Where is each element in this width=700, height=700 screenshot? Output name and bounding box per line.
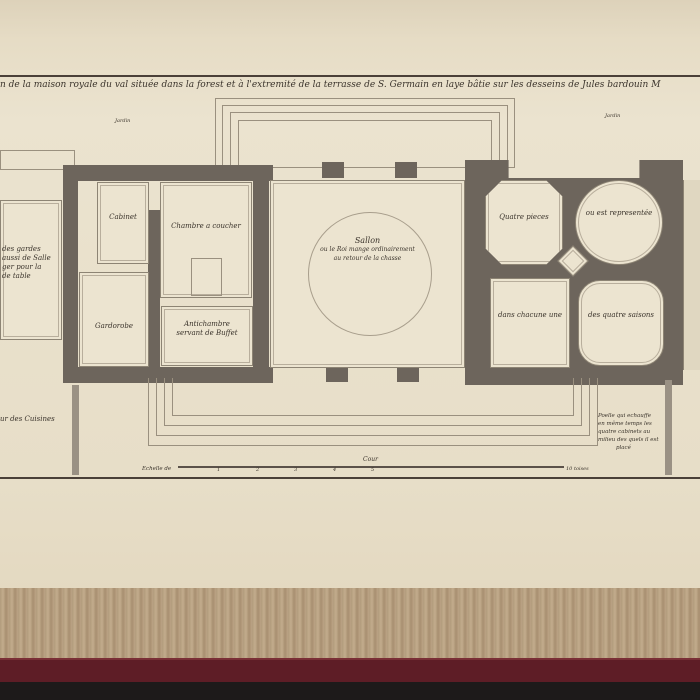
scale-tick: 1 (217, 467, 221, 473)
wall (63, 367, 273, 383)
right-edge-wing (683, 180, 700, 370)
label-line: en même temps les (598, 421, 652, 427)
sallon-circle (308, 212, 432, 336)
plan-title: n de la maison royale du val située dans… (0, 80, 661, 90)
label-line: ou le Roi mange ordinairement (320, 246, 415, 253)
label-line: placé (616, 445, 631, 451)
room-antichambre (161, 306, 253, 366)
label-jardin-left: Jardin (115, 118, 131, 124)
label-line: Sallon (354, 236, 381, 245)
label-jardin-right: Jardin (605, 113, 621, 119)
terrace-steps-bottom (148, 378, 598, 446)
pier (322, 162, 344, 178)
wall (253, 165, 269, 383)
scale-bar (178, 466, 564, 468)
label-line: milieu des quels il est (598, 437, 659, 443)
bed-alcove (191, 258, 222, 296)
wall (63, 165, 78, 383)
label-cabinet: Cabinet (109, 213, 137, 221)
label-gardorobe: Gardorobe (95, 322, 133, 330)
scale-label: Echelle de (142, 466, 172, 472)
book-cover-cloth (0, 658, 700, 682)
room-rounded (578, 280, 664, 366)
pier (395, 162, 417, 178)
scale-end-label: 10 toises (566, 466, 589, 472)
room-cabinet (97, 182, 149, 264)
label-line: Poelle qui echauffe (598, 413, 651, 419)
pier (397, 368, 419, 382)
room-gardorobe (79, 272, 149, 367)
wall (148, 210, 160, 370)
label-quatre-pieces: Quatre pieces (499, 213, 549, 221)
label-cuisines: ur des Cuisines (0, 415, 55, 423)
scale-tick: 4 (333, 467, 337, 473)
label-line: ger pour la (2, 263, 42, 271)
terrace-step (164, 378, 582, 426)
scale-tick: 2 (256, 467, 260, 473)
scale-tick: 5 (371, 467, 375, 473)
room-round (575, 180, 663, 265)
terrace-step (238, 120, 492, 168)
left-wing-outline (0, 150, 75, 170)
top-border-rule (0, 75, 700, 77)
label-representee: ou est representée (585, 209, 653, 217)
room-square (490, 278, 570, 368)
label-line: aussi de Salle (2, 254, 51, 262)
label-poelle-note: Poelle qui echauffe en même temps les quat… (598, 412, 659, 452)
wall (63, 165, 273, 181)
terrace-step (172, 378, 574, 416)
label-line: servant de Buffet (176, 329, 238, 337)
book-page-edge (0, 588, 700, 660)
pier (326, 368, 348, 382)
label-line: Antichambre (184, 320, 230, 328)
room-chambre-a-coucher (160, 182, 252, 298)
label-line: quatre cabinets au (598, 429, 651, 435)
label-line: des gardes (2, 245, 41, 253)
room-salle-des-gardes (0, 200, 62, 340)
label-line: de table (2, 272, 31, 280)
label-line: au retour de la chasse (333, 255, 402, 262)
courtyard-wall (72, 385, 79, 475)
label-saisons: des quatre saisons (587, 311, 655, 319)
scale-tick: 3 (294, 467, 298, 473)
courtyard-wall (665, 380, 672, 475)
label-chacune: dans chacune une (497, 311, 563, 319)
label-chambre: Chambre a coucher (171, 222, 241, 230)
room-octagon (485, 180, 563, 265)
bottom-border-rule (0, 477, 700, 479)
terrace-step (156, 378, 590, 436)
label-cour: Cour (363, 456, 378, 463)
